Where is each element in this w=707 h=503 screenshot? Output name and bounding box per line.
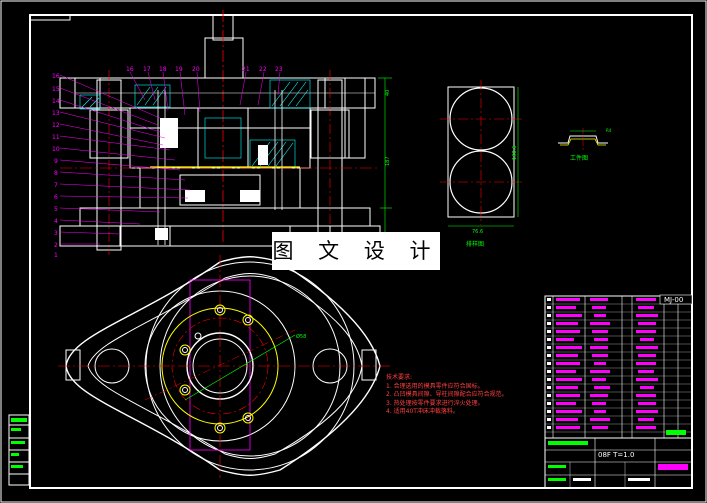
svg-text:R4: R4 — [606, 128, 612, 133]
sheet-inner-frame — [29, 14, 693, 489]
part-view-label: 工件图 — [570, 154, 588, 162]
balloon-labels-left: 16 15 14 13 12 11 10 9 8 7 6 5 4 3 2 1 — [52, 73, 60, 259]
blank-width-dim: 76.6 — [472, 229, 483, 235]
balloon-leaders-top — [129, 71, 281, 116]
balloon-5: 5 — [54, 206, 58, 213]
section-view: 187 40 — [59, 10, 392, 255]
lower-die-block — [139, 167, 301, 209]
balloon-2: 2 — [54, 242, 58, 249]
balloon-top-23: 23 — [275, 66, 283, 73]
balloon-top-20: 20 — [192, 66, 200, 73]
balloon-top-19: 19 — [175, 66, 183, 73]
tech-req-item: 2. 凸凹模具间隙、导柱间隙配合应符合规范。 — [386, 391, 508, 398]
bill-of-materials — [544, 295, 693, 439]
stripper-plate — [129, 127, 311, 169]
svg-text:40: 40 — [385, 90, 391, 96]
balloon-1: 1 — [54, 252, 58, 259]
tech-req-item: 3. 热处理按零件要求进行淬火处理。 — [386, 399, 484, 407]
strip-layout-view: 76.6 130.6 排样图 — [440, 80, 522, 248]
drawing-number: MJ-00 — [664, 296, 683, 304]
balloon-7: 7 — [54, 182, 58, 189]
balloon-8: 8 — [54, 170, 58, 177]
balloon-10: 10 — [52, 146, 60, 153]
balloon-3: 3 — [54, 230, 58, 237]
balloon-15: 15 — [52, 86, 60, 93]
margin-stamp — [8, 414, 30, 486]
balloon-4: 4 — [54, 218, 58, 225]
balloon-13: 13 — [52, 110, 60, 117]
balloon-labels-top: 16 17 18 19 20 21 22 23 — [126, 66, 283, 73]
title-block: 08F T=1.0 — [544, 437, 693, 489]
tech-req-item: 1. 合理选用的模具零件应符合国标。 — [386, 382, 484, 390]
balloon-top-17: 17 — [143, 66, 151, 73]
balloon-14: 14 — [52, 98, 60, 105]
blank-height-dim: 130.6 — [512, 146, 518, 160]
frame-corner-tab — [29, 14, 71, 21]
tech-req-item: 4. 适用40T冲床冲裁落料。 — [386, 408, 459, 415]
balloon-9: 9 — [54, 158, 58, 165]
balloon-12: 12 — [52, 122, 60, 129]
tech-req-heading: 技术要求: — [386, 374, 413, 381]
balloon-top-21: 21 — [242, 66, 250, 73]
part-view: R4 工件图 — [558, 128, 612, 162]
balloon-6: 6 — [54, 194, 58, 201]
blank-view-label: 排样图 — [466, 240, 484, 248]
svg-text:187: 187 — [385, 156, 391, 166]
balloon-top-22: 22 — [259, 66, 267, 73]
technical-requirements: 技术要求: 1. 合理选用的模具零件应符合国标。 2. 凸凹模具间隙、导柱间隙配… — [386, 374, 508, 417]
die-shank — [204, 37, 244, 79]
circle-dia-dim: Ø58 — [296, 333, 306, 340]
balloon-top-16: 16 — [126, 66, 134, 73]
plan-view: Ø58 — [58, 255, 390, 478]
watermark-banner: 图 文 设 计 — [272, 232, 440, 270]
balloon-11: 11 — [52, 134, 60, 141]
balloon-top-18: 18 — [159, 66, 167, 73]
balloon-leaders-left — [59, 74, 191, 245]
title-spec: 08F T=1.0 — [598, 451, 634, 459]
balloon-16: 16 — [52, 73, 60, 80]
